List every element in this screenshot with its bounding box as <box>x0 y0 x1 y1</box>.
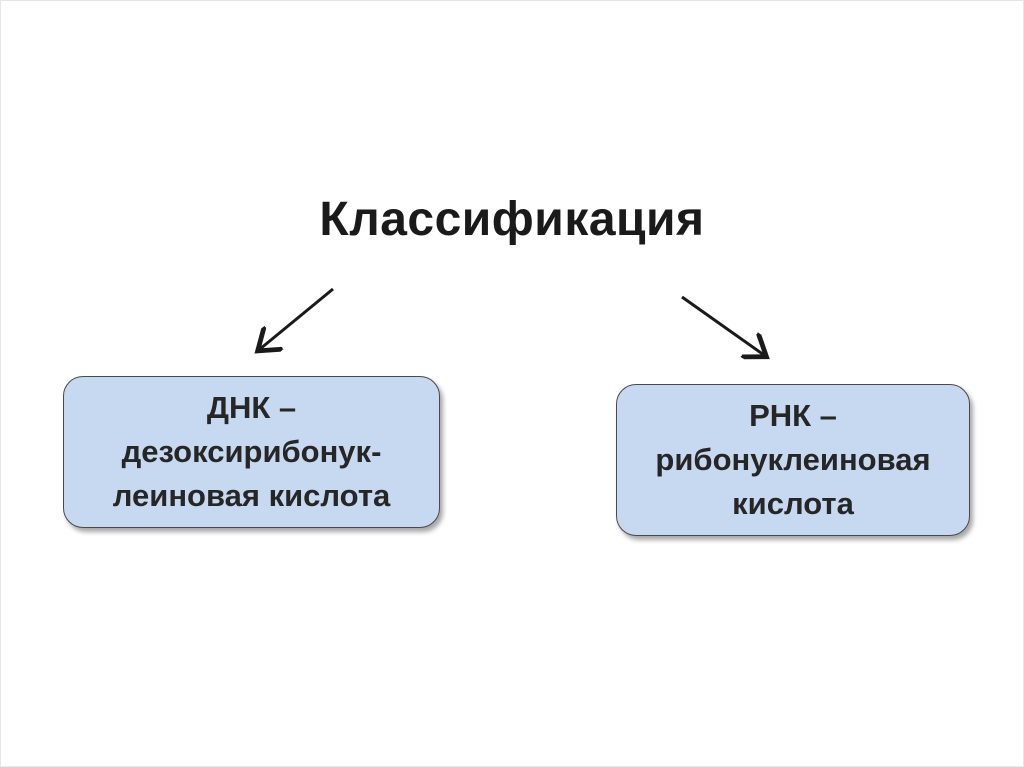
rna-box-line-2: рибонуклеиновая <box>655 442 931 477</box>
rna-box: РНК – рибонуклеиновая кислота <box>616 384 970 536</box>
dna-box: ДНК – дезоксирибонук- леиновая кислота <box>63 376 440 528</box>
rna-box-line-3: кислота <box>732 486 854 521</box>
diagram-title: Классификация <box>319 193 705 246</box>
dna-box-line-1: ДНК – <box>206 390 297 425</box>
dna-box-line-3: леиновая кислота <box>112 478 391 513</box>
dna-box-line-2: дезоксирибонук- <box>121 434 382 469</box>
rna-box-line-1: РНК – <box>749 398 837 433</box>
